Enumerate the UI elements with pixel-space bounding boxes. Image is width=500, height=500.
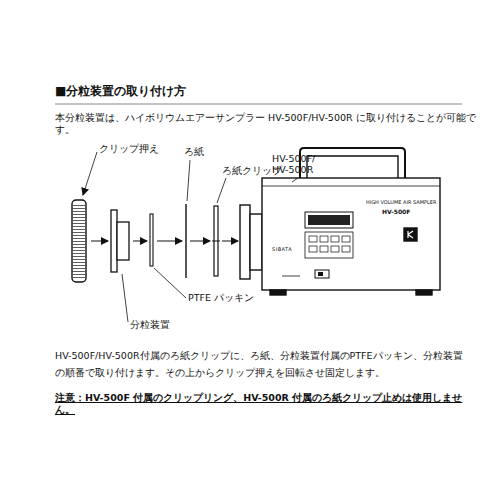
clip-retainer [72,200,86,282]
classifier-part [111,210,129,272]
filter-clip [212,206,220,276]
device-print: HIGH VOLUME AIR SAMPLER [366,199,436,206]
brand-print: SIBATA [272,246,292,253]
instruction-text: HV-500F/HV-500R付属のろ紙クリップに、ろ紙、分粒装置付属のPTFE… [55,348,465,381]
intro-text: 本分粒装置は、ハイボリウムエアーサンプラー HV-500F/HV-500R に取… [55,112,480,137]
model-name: HV-500F/ HV-500R [272,154,322,176]
part-name: クリップ押え [99,143,159,155]
device-print: HV-500F [382,208,410,216]
heading-rule [55,104,462,105]
caution-note: 注意：HV-500F 付属のクリップリング、HV-500R 付属のろ紙クリップ止… [55,392,475,417]
part-name: ろ紙 [184,146,204,158]
ptfe-packing [150,214,153,266]
filter-paper [185,204,186,278]
heading: ■分粒装置の取り付け方 [55,84,186,100]
part-name: PTFE パッキン [188,292,254,304]
part-name: 分粒装置 [130,319,170,331]
assembly-arrows [91,241,238,242]
leader-lines [83,152,298,322]
